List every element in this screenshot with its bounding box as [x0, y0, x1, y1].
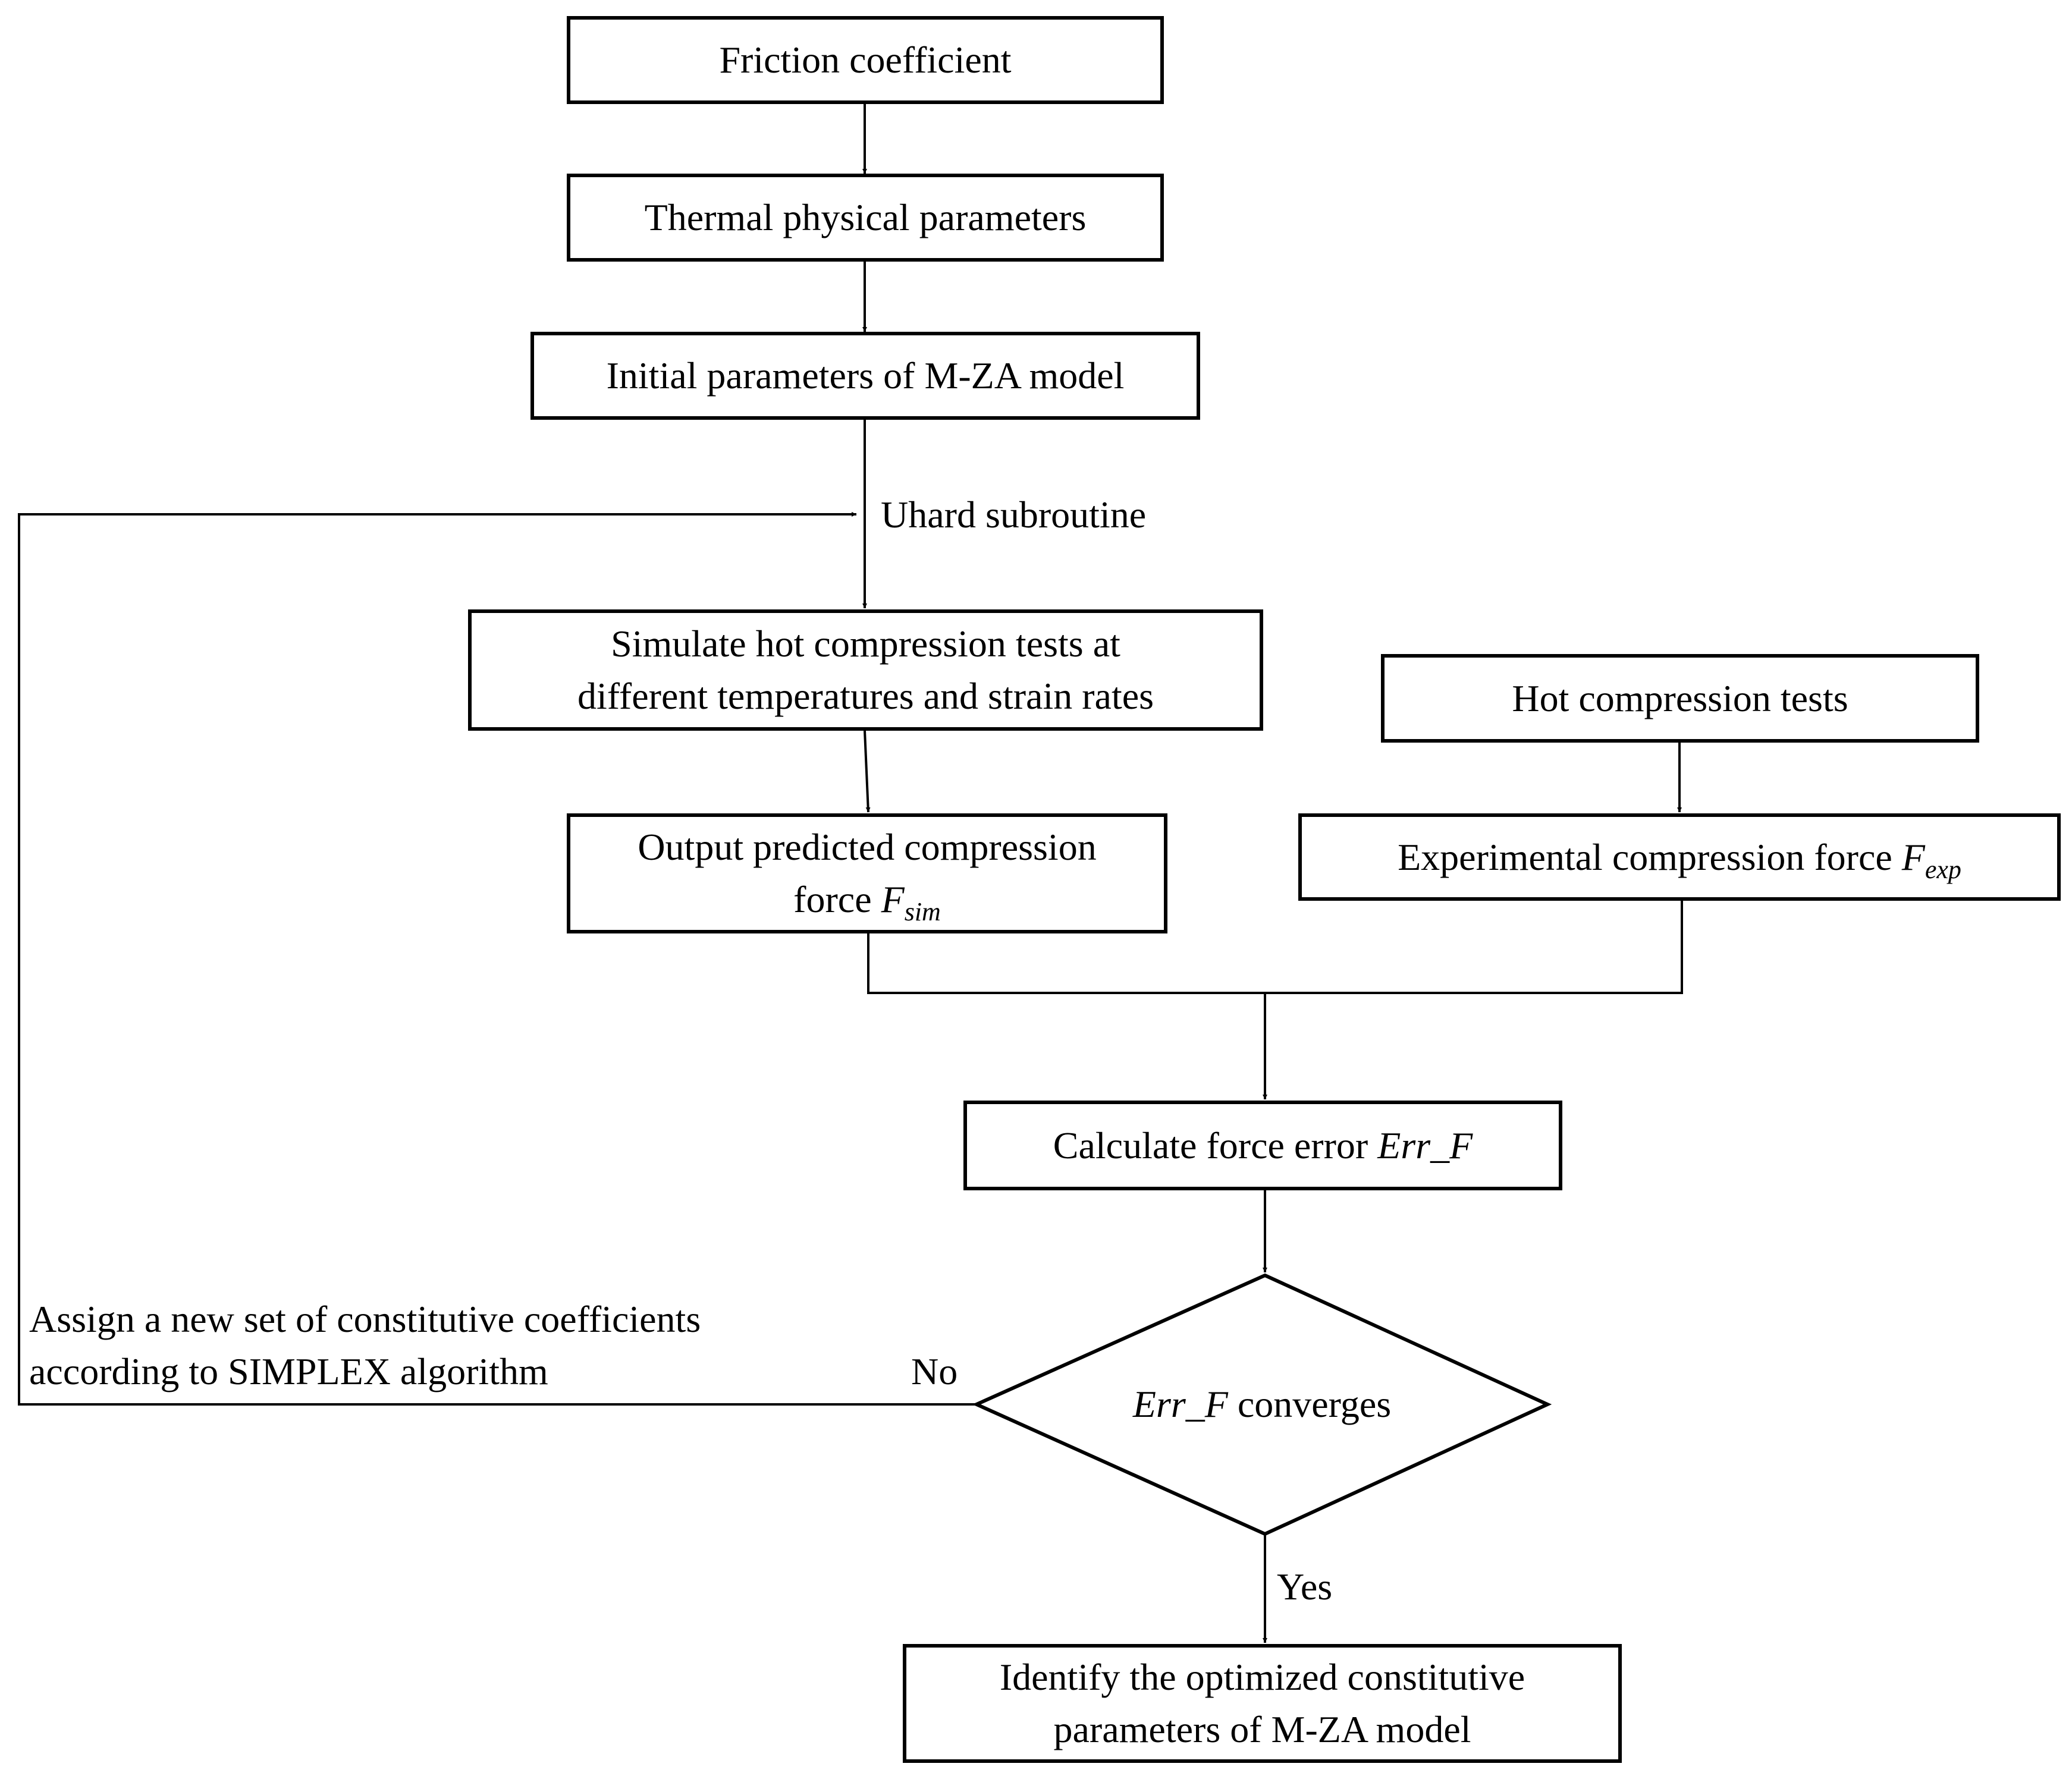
initial-parameters-box: Initial parameters of M-ZA model [530, 332, 1200, 420]
hot-compression-tests-text: Hot compression tests [1512, 677, 1848, 719]
output-force-line1: Output predicted compression [638, 826, 1097, 868]
experimental-force-box: Experimental compression force Fexp [1298, 813, 2061, 901]
feedback-loop-no [18, 512, 977, 1406]
assign-coefficients-line2: according to SIMPLEX algorithm [29, 1350, 548, 1392]
output-force-prefix: force [793, 878, 881, 920]
thermal-parameters-text: Thermal physical parameters [644, 196, 1087, 238]
friction-coefficient-text: Friction coefficient [719, 39, 1012, 81]
output-force-symbol: F [881, 878, 905, 920]
calculate-error-box: Calculate force error Err_F [963, 1101, 1562, 1190]
hot-compression-tests-box: Hot compression tests [1381, 654, 1979, 743]
experimental-force-subscript: exp [1925, 854, 1961, 884]
calculate-error-prefix: Calculate force error [1053, 1124, 1378, 1167]
yes-label: Yes [1277, 1565, 1333, 1608]
output-force-line2: force Fsim [793, 873, 941, 926]
decision-text: Err_F converges [977, 1378, 1547, 1431]
experimental-force-text: Experimental compression force Fexp [1398, 831, 1961, 884]
simulate-tests-line2: different temperatures and strain rates [577, 675, 1154, 717]
decision-diamond [972, 1273, 1552, 1536]
identify-parameters-line1: Identify the optimized constitutive [999, 1656, 1525, 1698]
friction-coefficient-box: Friction coefficient [567, 16, 1164, 104]
uhard-subroutine-label: Uhard subroutine [881, 493, 1147, 536]
experimental-force-prefix: Experimental compression force [1398, 835, 1902, 878]
assign-coefficients-line1: Assign a new set of constitutive coeffic… [29, 1298, 701, 1340]
output-force-box: Output predicted compression force Fsim [567, 813, 1167, 933]
experimental-force-symbol: F [1901, 835, 1925, 878]
calculate-error-text: Calculate force error Err_F [1053, 1120, 1473, 1172]
no-label: No [911, 1350, 958, 1392]
decision-suffix: converges [1227, 1383, 1392, 1425]
identify-parameters-line2: parameters of M-ZA model [1053, 1708, 1471, 1750]
merge-line [867, 901, 1683, 994]
decision-symbol: Err_F [1132, 1383, 1228, 1425]
calculate-error-symbol: Err_F [1377, 1124, 1473, 1167]
output-force-subscript: sim [904, 897, 941, 926]
arrow-simulate-to-output [864, 730, 871, 813]
identify-parameters-box: Identify the optimized constitutive para… [903, 1644, 1622, 1763]
simulate-tests-line1: Simulate hot compression tests at [611, 623, 1120, 665]
initial-parameters-text: Initial parameters of M-ZA model [606, 354, 1125, 397]
thermal-parameters-box: Thermal physical parameters [567, 174, 1164, 262]
simulate-tests-box: Simulate hot compression tests at differ… [468, 609, 1263, 731]
